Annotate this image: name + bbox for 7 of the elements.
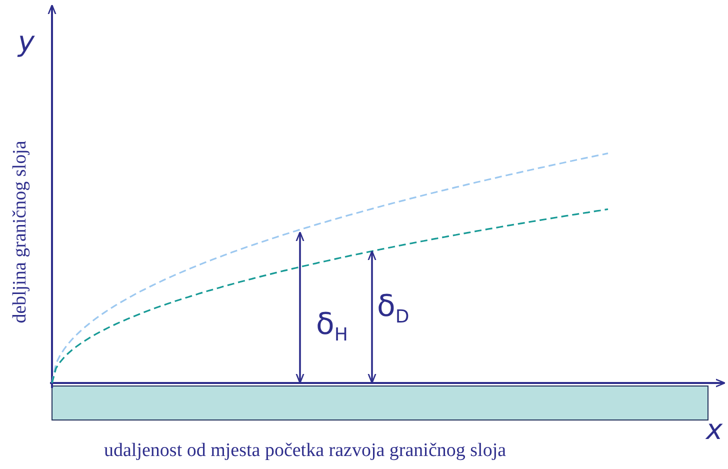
axis-title: udaljenost od mjesta početka razvoja graničnog sloja — [104, 441, 506, 460]
axis-label: x — [706, 416, 723, 444]
axis-title: debljina graničnog sloja — [10, 140, 30, 324]
axis-label: y — [18, 28, 35, 56]
thickness-label: δ$_{D}$ — [377, 292, 410, 326]
plate — [52, 386, 708, 420]
thickness-label: δ$_{H}$ — [316, 310, 348, 344]
